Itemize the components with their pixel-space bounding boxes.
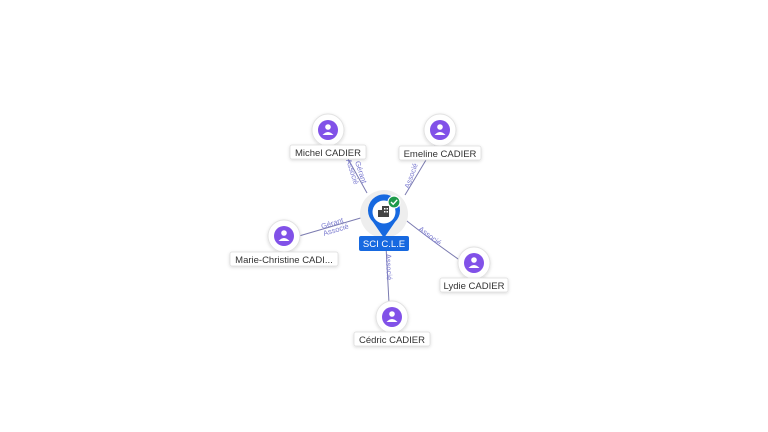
edge-label-associe: Associé: [384, 254, 394, 281]
person-node-cedric[interactable]: Cédric CADIER: [353, 300, 431, 347]
edge-cedric: Associé: [384, 245, 394, 304]
edge-marie-christine: Gérant Associé: [298, 215, 365, 238]
company-node[interactable]: SCI C.L.E: [359, 190, 409, 251]
person-icon: [386, 311, 398, 322]
check-icon: [387, 195, 401, 209]
person-node-michel[interactable]: Michel CADIER: [289, 113, 367, 160]
person-icon: [468, 257, 480, 268]
person-node-emeline[interactable]: Emeline CADIER: [398, 113, 482, 161]
person-name: Emeline CADIER: [404, 149, 477, 160]
person-node-lydie[interactable]: Lydie CADIER: [439, 246, 509, 293]
company-name: SCI C.L.E: [363, 239, 405, 250]
person-name: Marie-Christine CADI...: [235, 255, 333, 266]
edge-label-associe: Associé: [402, 162, 419, 190]
building-icon: [378, 206, 389, 217]
edge-label-associe: Associé: [417, 224, 443, 247]
person-icon: [434, 124, 446, 135]
company-label: [359, 236, 409, 251]
person-icon: [278, 230, 290, 241]
edge-lydie: Associé: [402, 217, 462, 262]
person-name: Cédric CADIER: [359, 335, 425, 346]
person-icon: [322, 124, 334, 135]
person-name: Lydie CADIER: [444, 281, 505, 292]
person-node-marie-christine[interactable]: Marie-Christine CADI...: [229, 219, 339, 267]
person-name: Michel CADIER: [295, 148, 361, 159]
